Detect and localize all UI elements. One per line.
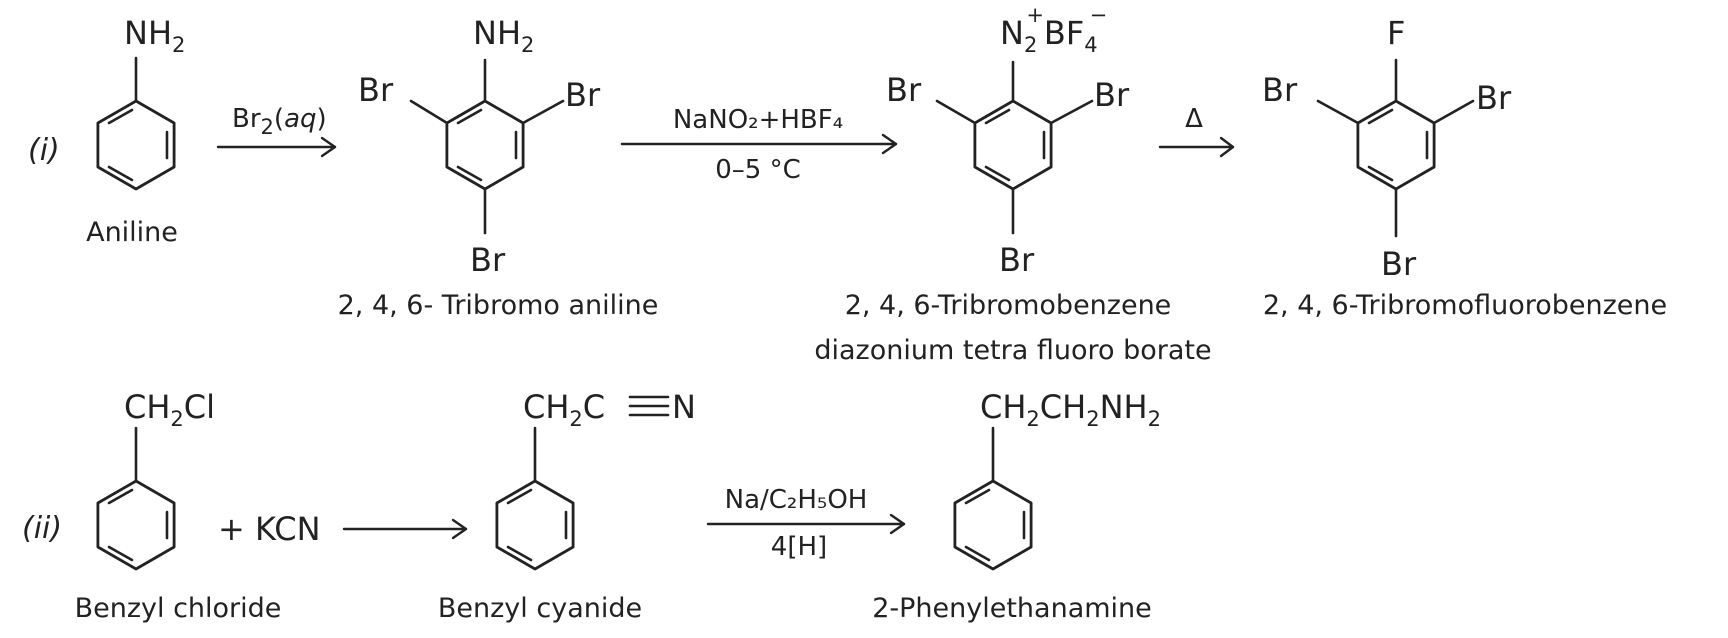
fluoro-benzene-ring [1356, 99, 1436, 191]
tribromoaniline-br-right: Br [565, 76, 601, 114]
reaction-arrow-5: Na/C₂H₅OH 4[H] [706, 485, 906, 562]
diazonium-br-right: Br [1094, 76, 1130, 114]
tribromoaniline-molecule: NH2 Br Br Br 2, 4, 6- Tribromo aniline [338, 14, 659, 321]
aniline-nh2-label: NH2 [124, 14, 185, 57]
diazonium-group-label: N2+BF4− [1000, 3, 1107, 57]
reagent-nitrite-hbf4: NaNO₂+HBF₄ [673, 105, 843, 135]
phenylethanamine-molecule: CH2CH2NH2 2-Phenylethanamine [872, 388, 1161, 624]
phenylethanamine-name: 2-Phenylethanamine [872, 593, 1152, 624]
diazonium-br-left: Br [886, 71, 922, 109]
tribromoaniline-br-left: Br [358, 71, 394, 109]
benzyl-chloride-ch2cl-label: CH2Cl [124, 388, 215, 431]
tribromoaniline-br-bottom: Br [470, 241, 506, 279]
reagent-bromine: Br2(aq) [232, 104, 327, 139]
benzyl-chloride-molecule: CH2Cl Benzyl chloride [75, 388, 282, 624]
tribromoaniline-nh2-label: NH2 [473, 14, 534, 57]
benzyl-cyanide-ch2c-label: CH2C [523, 388, 605, 431]
diazonium-name-line-2: diazonium tetra fluoro borate [814, 335, 1211, 366]
aniline-molecule: NH2 Aniline [86, 14, 185, 248]
aniline-benzene-ring [96, 99, 176, 191]
fluoro-name: 2, 4, 6-Tribromofluorobenzene [1263, 290, 1667, 321]
scheme-ii-label: (ii) [22, 511, 62, 546]
plus-kcn-label: + KCN [218, 510, 321, 548]
benzyl-cyanide-name: Benzyl cyanide [438, 593, 642, 624]
phenylethanamine-chain-label: CH2CH2NH2 [980, 388, 1161, 431]
fluoro-br-bottom: Br [1381, 245, 1417, 283]
diazonium-benzene-ring [973, 99, 1053, 191]
fluoro-br-left: Br [1262, 71, 1298, 109]
benzyl-cyanide-molecule: CH2C N Benzyl cyanide [438, 388, 696, 624]
reagent-hydrogen: 4[H] [771, 532, 827, 562]
scheme-ii: (ii) CH2Cl Benzyl chloride + KCN CH2C N … [22, 388, 1161, 624]
scheme-i-label: (i) [28, 133, 60, 168]
fluoro-f-label: F [1387, 14, 1405, 52]
aniline-name: Aniline [86, 217, 178, 248]
fluoro-br-right: Br [1476, 79, 1512, 117]
phenylethanamine-benzene-ring [953, 479, 1033, 571]
reaction-arrow-3: Δ [1158, 104, 1235, 158]
benzyl-chloride-benzene-ring [96, 479, 176, 571]
benzyl-cyanide-benzene-ring [495, 479, 575, 571]
reagent-temperature: 0–5 °C [715, 155, 801, 185]
reagent-sodium-ethanol: Na/C₂H₅OH [725, 485, 868, 515]
benzyl-chloride-name: Benzyl chloride [75, 593, 282, 624]
reaction-arrow-2: NaNO₂+HBF₄ 0–5 °C [620, 105, 898, 185]
reaction-arrow-4 [342, 518, 468, 540]
tribromoaniline-benzene-ring [445, 99, 525, 191]
tribromofluorobenzene-molecule: F Br Br Br 2, 4, 6-Tribromofluorobenzene [1262, 14, 1667, 321]
reaction-arrow-1: Br2(aq) [216, 104, 337, 158]
tribromoaniline-name: 2, 4, 6- Tribromo aniline [338, 290, 659, 321]
diazonium-salt-molecule: N2+BF4− Br Br Br 2, 4, 6-Tribromobenzene… [814, 3, 1211, 366]
benzyl-cyanide-n-label: N [672, 388, 696, 426]
reagent-heat: Δ [1185, 104, 1203, 134]
diazonium-name-line-1: 2, 4, 6-Tribromobenzene [845, 290, 1172, 321]
diazonium-br-bottom: Br [999, 241, 1035, 279]
scheme-i: (i) NH2 Aniline Br2(aq) NH2 Br Br Br 2, … [28, 3, 1667, 366]
